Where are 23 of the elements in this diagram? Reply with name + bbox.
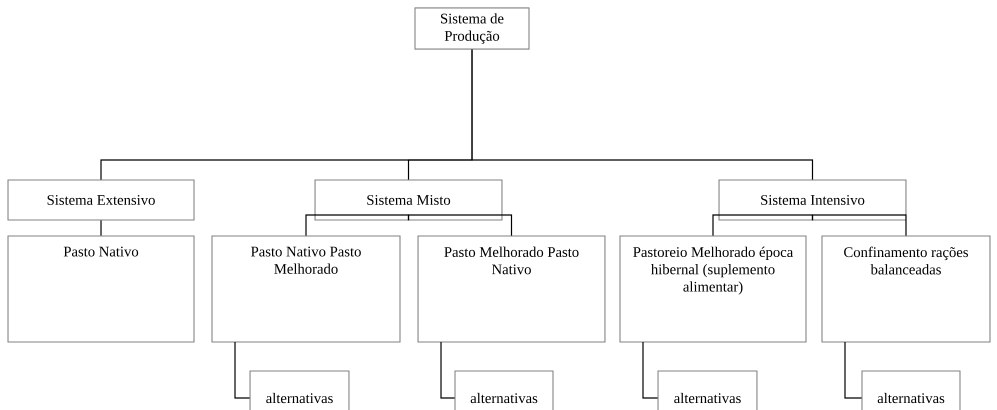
connector — [812, 214, 907, 236]
pasture-box: Pasto Nativo Pasto Melhorado — [211, 235, 401, 343]
connector — [471, 50, 814, 180]
system-box: Sistema Intensivo — [718, 179, 906, 221]
connector — [642, 342, 658, 399]
pasture-box: Pasto Nativo — [7, 235, 195, 343]
pasture-box: Pasto Melhorado Pasto Nativo — [418, 235, 606, 343]
system-box: Sistema Extensivo — [7, 179, 195, 221]
alternatives-box: alternativas — [454, 370, 554, 410]
alternatives-box: alternativas — [861, 370, 961, 410]
connector — [305, 214, 410, 236]
system-box: Sistema Misto — [314, 179, 502, 221]
connector — [440, 342, 454, 399]
connector — [712, 214, 814, 236]
alternatives-box: alternativas — [250, 370, 350, 410]
root-box: Sistema de Produção — [414, 7, 530, 50]
connector — [100, 220, 102, 236]
connector — [408, 214, 512, 236]
connector — [234, 342, 250, 399]
pasture-box: Confinamento rações balanceadas — [821, 235, 991, 343]
alternatives-box: alternativas — [658, 370, 758, 410]
connector — [844, 342, 862, 399]
pasture-box: Pastoreio Melhorado época hibernal (suplemento alimentar) — [619, 235, 807, 343]
